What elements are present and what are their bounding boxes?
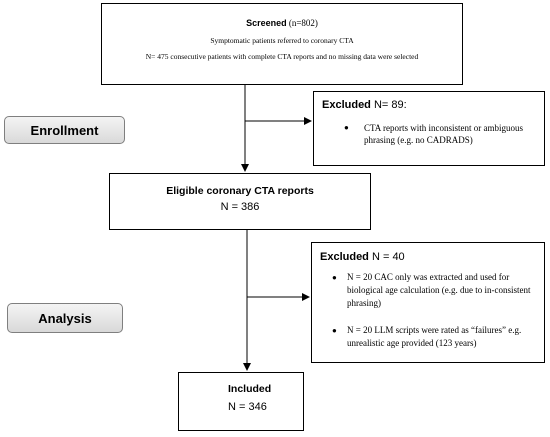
included-title: Included [228, 383, 272, 395]
screened-box: Screened (n=802) Symptomatic patients re… [101, 3, 463, 85]
screened-selection: N= 475 consecutive patients with complet… [145, 52, 419, 61]
included-count: N = 346 [228, 401, 267, 413]
bullet-icon: ● [332, 326, 337, 335]
excluded-box-2: Excluded N = 40 ● N = 20 CAC only was ex… [311, 242, 545, 363]
excluded-box-1: Excluded N= 89: ● CTA reports with incon… [313, 91, 545, 166]
eligible-box: Eligible coronary CTA reports N = 386 [109, 173, 371, 230]
included-box: Included N = 346 [178, 372, 304, 431]
excluded-2-heading: Excluded N = 40 [320, 251, 405, 263]
excluded-1-heading: Excluded N= 89: [322, 99, 407, 111]
bullet-icon: ● [332, 273, 337, 282]
excluded-2-label: Excluded [320, 251, 369, 263]
excluded-2-reason-cac: N = 20 CAC only was extracted and used f… [347, 272, 531, 308]
screened-label: Screened [246, 18, 287, 28]
excluded-2-count: N = 40 [368, 251, 405, 263]
excluded-1-count: N= 89: [370, 99, 407, 111]
screened-population: Symptomatic patients referred to coronar… [210, 36, 354, 45]
screened-count: (n=802) [288, 18, 318, 28]
eligible-title: Eligible coronary CTA reports [166, 185, 314, 197]
excluded-1-label: Excluded [322, 99, 371, 111]
screened-heading: Screened (n=802) [102, 18, 462, 28]
analysis-stage-label: Analysis [7, 303, 123, 333]
eligible-count: N = 386 [220, 201, 260, 213]
excluded-2-reason-llm: N = 20 LLM scripts were rated as “failur… [347, 325, 522, 348]
enrollment-stage-label: Enrollment [4, 116, 125, 144]
bullet-icon: ● [344, 123, 349, 132]
excluded-1-reason: CTA reports with inconsistent or ambiguo… [364, 123, 524, 145]
